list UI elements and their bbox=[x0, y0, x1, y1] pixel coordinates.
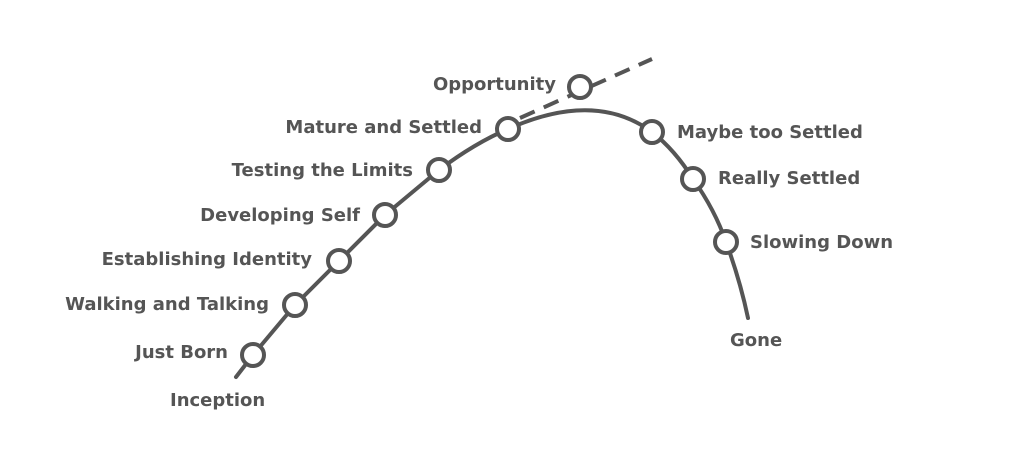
node-developing-self bbox=[372, 202, 398, 228]
label-slowing-down: Slowing Down bbox=[750, 232, 893, 253]
label-just-born: Just Born bbox=[133, 342, 228, 363]
label-opportunity: Opportunity bbox=[433, 74, 556, 95]
node-maybe-too-settled bbox=[639, 119, 665, 145]
node-testing-the-limits bbox=[426, 157, 452, 183]
node-opportunity bbox=[567, 74, 593, 100]
node-establishing-identity bbox=[326, 248, 352, 274]
label-really-settled: Really Settled bbox=[718, 168, 860, 189]
label-maybe-too-settled: Maybe too Settled bbox=[677, 122, 863, 143]
label-developing-self: Developing Self bbox=[200, 205, 360, 226]
node-walking-and-talking bbox=[282, 292, 308, 318]
node-just-born bbox=[240, 342, 266, 368]
node-slowing-down bbox=[713, 229, 739, 255]
label-establishing-identity: Establishing Identity bbox=[102, 249, 313, 270]
node-really-settled bbox=[680, 166, 706, 192]
node-mature-and-settled bbox=[495, 116, 521, 142]
label-gone: Gone bbox=[730, 330, 782, 351]
label-walking-and-talking: Walking and Talking bbox=[65, 294, 269, 315]
label-testing-the-limits: Testing the Limits bbox=[232, 160, 413, 181]
label-inception: Inception bbox=[170, 390, 265, 411]
life-curve bbox=[234, 108, 750, 379]
label-mature-and-settled: Mature and Settled bbox=[285, 117, 482, 138]
